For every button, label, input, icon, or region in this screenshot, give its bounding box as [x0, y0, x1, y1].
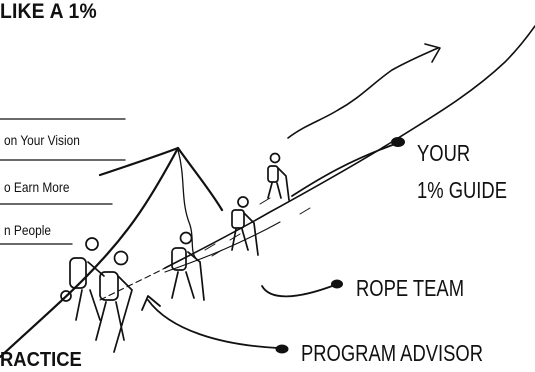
list-item-people: n People — [4, 222, 51, 238]
bottom-heading-fragment: RACTICE — [0, 349, 82, 371]
callout-program-advisor: PROGRAM ADVISOR — [301, 340, 483, 366]
list-item-earn: o Earn More — [4, 179, 70, 195]
callout-1pct-guide: 1% GUIDE — [417, 177, 507, 203]
route-arrow — [99, 25, 535, 301]
hiker-guide — [267, 152, 290, 201]
hiker-middle — [231, 196, 259, 256]
list-dividers — [0, 118, 126, 245]
hikers — [60, 152, 290, 353]
ground-scribbles — [204, 197, 311, 257]
callout-rope-team: ROPE TEAM — [356, 275, 465, 301]
callout-dots — [275, 137, 405, 354]
hiker-rear-1 — [60, 237, 105, 321]
callout-pointers — [141, 142, 399, 349]
hiker-third — [171, 231, 205, 301]
hiker-rear-2 — [95, 250, 133, 353]
list-item-vision: on Your Vision — [4, 132, 80, 148]
headline-fragment: LIKE A 1% — [0, 0, 97, 23]
callout-your: YOUR — [417, 140, 471, 166]
